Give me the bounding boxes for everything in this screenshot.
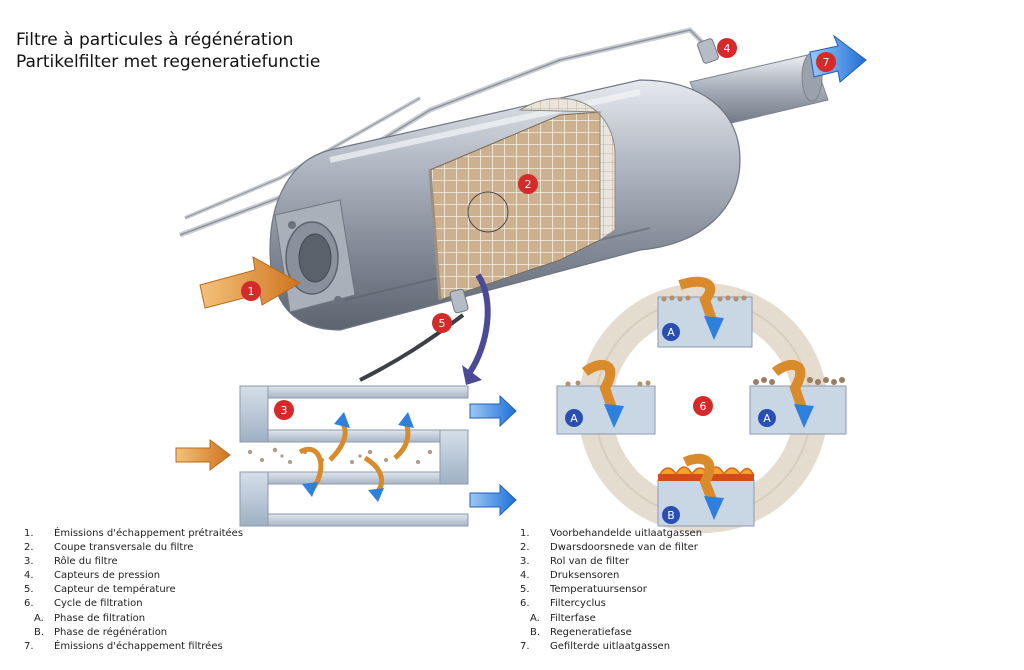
callout-3: 3: [274, 400, 294, 420]
legend-item: 2.Dwarsdoorsnede van de filter: [520, 542, 698, 554]
svg-text:5: 5: [439, 317, 446, 330]
svg-text:6: 6: [700, 400, 707, 413]
svg-text:3: 3: [281, 404, 288, 417]
callout-4: 4: [717, 38, 737, 58]
filter-role-section: [175, 385, 517, 527]
section-inlet-arrow: [175, 439, 231, 471]
phase-label-top: A: [662, 323, 680, 341]
cycle-stage-bottom: [657, 453, 755, 527]
section-outlet-arrow-bottom: [469, 483, 517, 517]
callout-1: 1: [241, 281, 261, 301]
svg-text:A: A: [763, 412, 771, 425]
title-french: Filtre à particules à régénération: [16, 30, 294, 50]
temperature-sensor-cable: [359, 313, 465, 382]
legend-item: 2.Coupe transversale du filtre: [24, 542, 194, 554]
legend-item: 3.Rôle du filtre: [24, 556, 118, 568]
legend-item: 4.Capteurs de pression: [24, 570, 161, 582]
legend-item: 7.Gefilterde uitlaatgassen: [520, 640, 671, 652]
section-pointer-arrow: [467, 273, 491, 374]
phase-label-right: A: [758, 409, 776, 427]
callout-5: 5: [432, 313, 452, 333]
phase-label-left: A: [565, 409, 583, 427]
legend-item: 1.Émissions d'échappement prétraitées: [24, 528, 244, 539]
svg-text:A: A: [570, 412, 578, 425]
legend-item: 6.Filtercyclus: [520, 598, 606, 610]
callout-2: 2: [518, 174, 538, 194]
callout-7: 7: [816, 52, 836, 72]
legend-french: 1.Émissions d'échappement prétraitées 2.…: [24, 527, 243, 654]
legend-item: A.Phase de filtration: [34, 612, 146, 624]
legend-item: 1.Voorbehandelde uitlaatgassen: [520, 528, 703, 539]
legend-item: 5.Capteur de température: [24, 584, 176, 596]
legend-item: 7.Émissions d'échappement filtrées: [24, 640, 223, 652]
legend-item: 5.Temperatuursensor: [520, 584, 647, 596]
legend-item: B.Phase de régénération: [34, 626, 168, 638]
svg-text:7: 7: [823, 56, 830, 69]
phase-label-bottom: B: [662, 506, 680, 524]
legend-item: 3.Rol van de filter: [520, 556, 630, 568]
callout-6: 6: [693, 396, 713, 416]
legend-item: 4.Druksensoren: [520, 570, 620, 582]
svg-text:1: 1: [248, 285, 255, 298]
legend-item: A.Filterfase: [530, 612, 596, 624]
legend-dutch: 1.Voorbehandelde uitlaatgassen 2.Dwarsdo…: [520, 527, 702, 654]
filtration-cycle: [556, 276, 847, 533]
svg-text:4: 4: [724, 42, 731, 55]
svg-text:2: 2: [525, 178, 532, 191]
legend-item: B.Regeneratiefase: [530, 626, 632, 638]
legend-item: 6.Cycle de filtration: [24, 598, 143, 610]
filter-assembly: [179, 27, 867, 385]
svg-text:A: A: [667, 326, 675, 339]
title-dutch: Partikelfilter met regeneratiefunctie: [16, 52, 321, 72]
section-outlet-arrow-top: [469, 394, 517, 428]
svg-text:B: B: [667, 509, 675, 522]
